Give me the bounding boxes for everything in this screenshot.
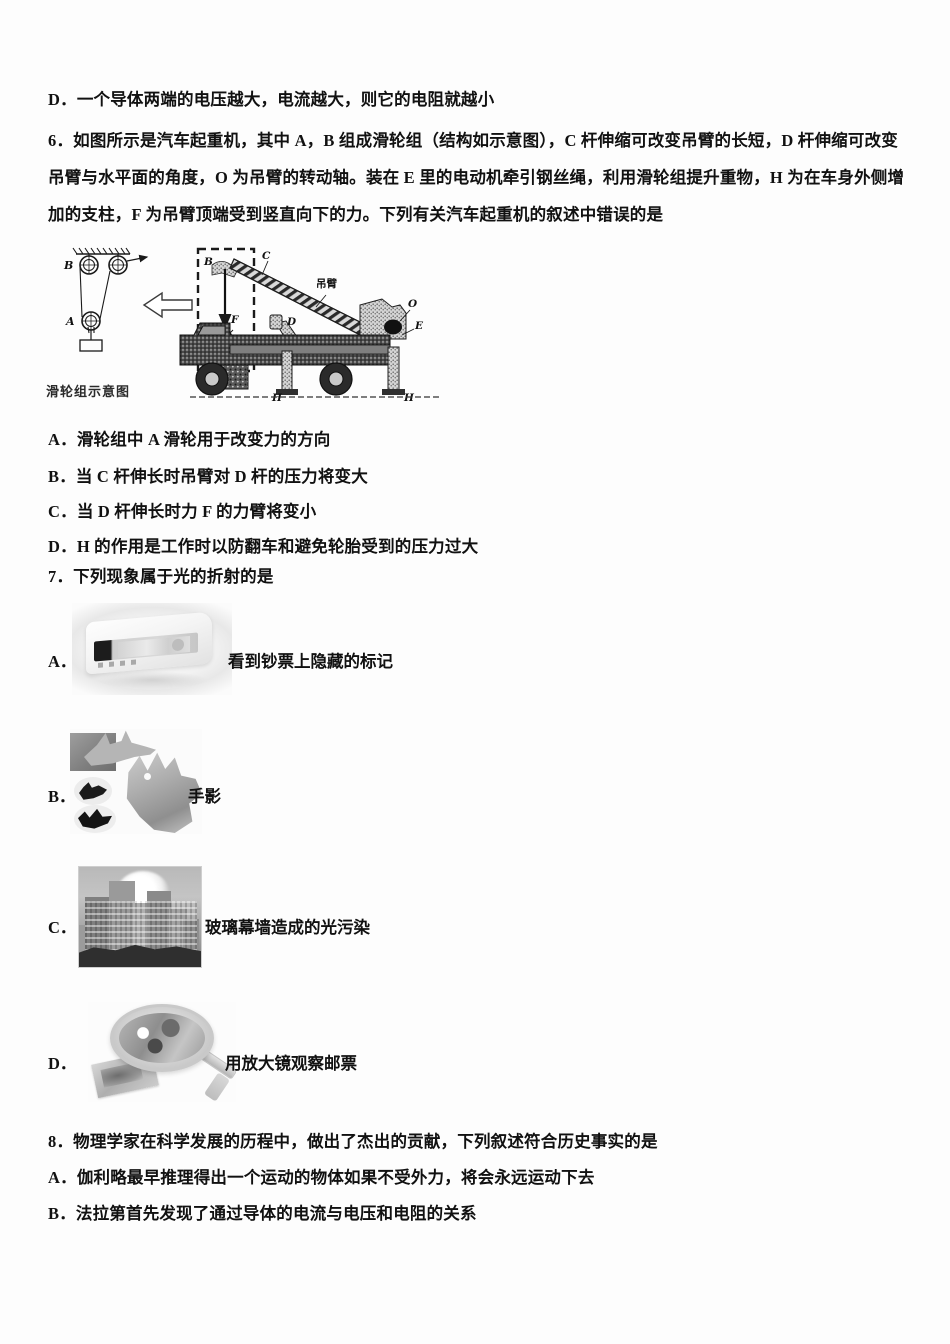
question-6-option-d: D．H 的作用是工作时以防翻车和避免轮胎受到的压力过大 (48, 536, 920, 558)
question-7-number: 7． (48, 567, 74, 586)
question-7-option-d-label: D． (48, 1054, 77, 1073)
question-6-number: 6． (48, 131, 74, 150)
question-6-stem-line-2: 吊臂与水平面的角度，O 为吊臂的转动轴。装在 E 里的电动机牵引钢丝绳，利用滑轮… (48, 167, 920, 189)
option-label: C． (48, 502, 77, 521)
building (79, 925, 89, 953)
option-text: 当 C 杆伸长时吊臂对 D 杆的压力将变大 (75, 467, 368, 486)
option-text: 滑轮组中 A 滑轮用于改变力的方向 (76, 430, 331, 449)
label-rod-D: D (286, 316, 297, 328)
previous-option-d: D．一个导体两端的电压越大，电流越大，则它的电阻就越小 (48, 89, 920, 111)
label-pivot-O: O (408, 298, 418, 310)
question-7-option-b-text: 手影 (188, 787, 221, 806)
magnifier-grip (203, 1072, 231, 1102)
magnifier-lens (110, 1004, 214, 1072)
option-text: 一个导体两端的电压越大，电流越大，则它的电阻就越小 (76, 90, 495, 109)
figure-caption: 滑轮组示意图 (46, 385, 131, 400)
question-6-stem-text-3: 加的支柱，F 为吊臂顶端受到竖直向下的力。下列有关汽车起重机的叙述中错误的是 (48, 205, 664, 224)
option-text: 当 D 杆伸长时力 F 的力臂将变小 (76, 502, 317, 521)
question-7-stem: 7．下列现象属于光的折射的是 (48, 566, 920, 588)
option-text: 伽利略最早推理得出一个运动的物体如果不受外力，将会永远运动下去 (76, 1168, 595, 1187)
option-text: 法拉第首先发现了通过导体的电流与电压和电阻的关系 (75, 1204, 477, 1223)
option-label: B． (48, 1204, 76, 1223)
question-7-option-a-label: A． (48, 652, 77, 671)
dog-shadow-oval (74, 777, 112, 805)
label-pulley-B: B (63, 259, 73, 272)
label-inset-B: B (203, 256, 213, 268)
building (169, 909, 187, 953)
hand-highlight (144, 773, 151, 780)
building (183, 919, 199, 953)
building (147, 891, 171, 953)
option-label: A． (48, 430, 77, 449)
question-8-option-b: B．法拉第首先发现了通过导体的电流与电压和电阻的关系 (48, 1203, 920, 1225)
question-8-stem: 8．物理学家在科学发展的历程中，做出了杰出的贡献，下列叙述符合历史事实的是 (48, 1131, 920, 1153)
option-text: H 的作用是工作时以防翻车和避免轮胎受到的压力过大 (76, 537, 479, 556)
question-7-option-c-text: 玻璃幕墙造成的光污染 (205, 918, 370, 937)
option-label: A． (48, 1168, 77, 1187)
building (133, 903, 149, 953)
label-force-F: F (230, 314, 240, 326)
question-6-stem-line-1: 6．如图所示是汽车起重机，其中 A，B 组成滑轮组（结构如示意图），C 杆伸缩可… (48, 130, 920, 152)
question-8-option-a: A．伽利略最早推理得出一个运动的物体如果不受外力，将会永远运动下去 (48, 1167, 920, 1189)
magnified-stamp-image (119, 1013, 205, 1063)
glass-curtain-wall-photo (78, 866, 202, 968)
magnifier-stamp-photo (88, 1002, 236, 1102)
question-8-number: 8． (48, 1132, 74, 1151)
crane-figure: B A (44, 243, 444, 415)
detector-shadow (96, 671, 208, 689)
option-label: D． (48, 537, 77, 556)
label-rod-C: C (262, 250, 271, 262)
question-6-stem-text-2: 吊臂与水平面的角度，O 为吊臂的转动轴。装在 E 里的电动机牵引钢丝绳，利用滑轮… (48, 168, 905, 187)
question-6-stem-line-3: 加的支柱，F 为吊臂顶端受到竖直向下的力。下列有关汽车起重机的叙述中错误的是 (48, 204, 920, 226)
question-6-option-c: C．当 D 杆伸长时力 F 的力臂将变小 (48, 501, 920, 523)
foreground-skyline (79, 944, 201, 967)
money-detector-photo (72, 603, 232, 695)
label-pulley-A: A (65, 315, 75, 328)
label-support-H-left: H (271, 392, 283, 404)
question-7-option-b-label: B． (48, 787, 76, 806)
label-housing-E: E (414, 320, 424, 332)
question-7-option-a-text: 看到钞票上隐藏的标记 (228, 652, 393, 671)
hand-shadow-photo (70, 729, 202, 834)
window-grid (85, 901, 197, 951)
bird-shadow-oval (74, 805, 116, 833)
question-6-stem-text-1: 如图所示是汽车起重机，其中 A，B 组成滑轮组（结构如示意图），C 杆伸缩可改变… (73, 131, 898, 150)
question-6-option-b: B．当 C 杆伸长时吊臂对 D 杆的压力将变大 (48, 466, 920, 488)
question-8-stem-text: 物理学家在科学发展的历程中，做出了杰出的贡献，下列叙述符合历史事实的是 (73, 1132, 658, 1151)
label-boom: 吊臂 (316, 277, 337, 290)
building (109, 881, 135, 953)
question-7-option-c-label: C． (48, 918, 77, 937)
question-7-stem-text: 下列现象属于光的折射的是 (73, 567, 274, 586)
question-7-option-d-text: 用放大镜观察邮票 (225, 1054, 357, 1073)
option-label: D． (48, 90, 77, 109)
option-label: B． (48, 467, 76, 486)
question-6-option-a: A．滑轮组中 A 滑轮用于改变力的方向 (48, 429, 920, 451)
building (85, 897, 113, 953)
label-support-H-right: H (403, 392, 415, 404)
